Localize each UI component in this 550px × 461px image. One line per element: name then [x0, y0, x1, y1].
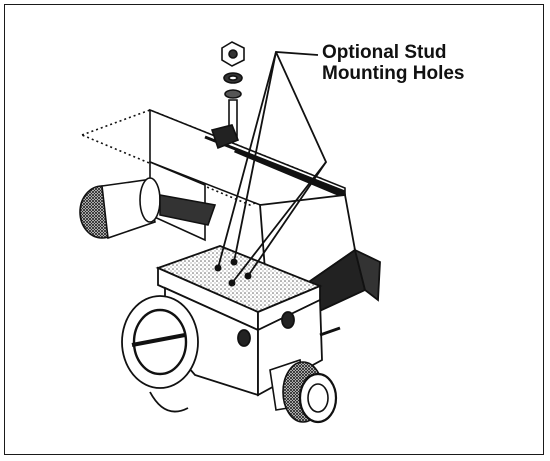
- front-micrometer-knob: [269, 358, 338, 424]
- callout-label: Optional Stud Mounting Holes: [322, 42, 522, 84]
- left-micrometer-knob: [79, 177, 217, 240]
- callout-leaders: [217, 51, 328, 284]
- main-block: [155, 245, 323, 332]
- callout-line-2: Mounting Holes: [322, 63, 465, 84]
- callout-line-1: Optional Stud: [322, 42, 447, 63]
- leader-line: [247, 161, 327, 277]
- leader-line: [233, 51, 277, 263]
- lower-body: [121, 286, 341, 413]
- mounting-stud: [210, 41, 245, 150]
